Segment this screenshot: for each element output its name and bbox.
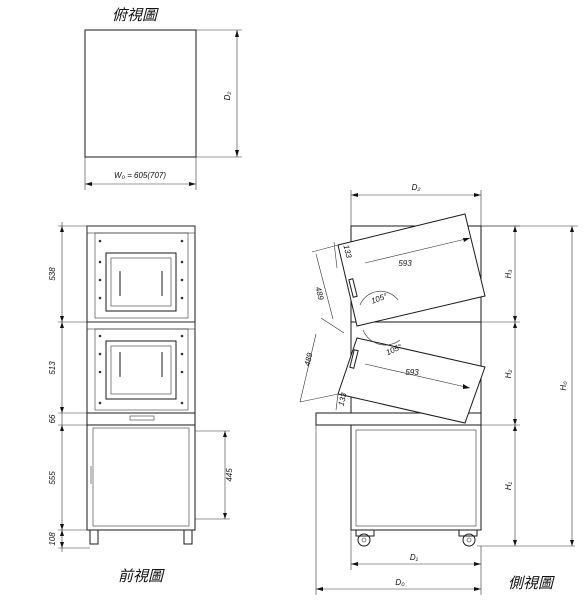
dim-H1: H₁ (504, 481, 513, 490)
dim-H3: H₃ (504, 270, 513, 279)
dim-base-plate: 66 (48, 414, 57, 423)
dim-H2: H₂ (504, 370, 513, 379)
side-top-depth-label: D₂ (412, 183, 421, 192)
dim-feet: 108 (48, 532, 57, 546)
upper-deck-body (86, 225, 196, 323)
lower-door-swing-dimension (299, 333, 317, 403)
lower-door-height: 489 (303, 351, 315, 367)
dim-D1: D₁ (410, 553, 419, 562)
side-view: D₂ 593 105° 593 105° 489 133 489 (299, 183, 578, 595)
top-view: 俯視圖 D₂ W₀ = 605(707) (84, 6, 242, 190)
front-left-foot (89, 529, 99, 545)
base-plate (86, 412, 196, 426)
upper-door-open (337, 213, 486, 327)
stand-side (350, 424, 482, 531)
upper-door-swing-dimension (315, 253, 334, 320)
side-view-title: 側視圖 (508, 574, 555, 592)
dim-D0: D₀ (395, 578, 405, 587)
lower-door-offset: 133 (337, 391, 349, 407)
upper-door-angle-arc (359, 290, 399, 306)
upper-door-offset: 133 (341, 244, 353, 260)
upper-door-height: 489 (313, 286, 325, 302)
front-view: 538 513 66 555 108 445 前視圖 (48, 222, 234, 585)
side-casters (355, 529, 478, 547)
dim-stand: 555 (48, 471, 57, 485)
dim-upper-deck: 538 (48, 267, 57, 281)
upper-door-depth: 593 (398, 259, 412, 268)
lower-door-angle-arc (362, 329, 401, 346)
top-view-title: 俯視圖 (112, 6, 159, 24)
lower-door-depth: 593 (405, 368, 419, 377)
dim-stand-inner: 445 (225, 468, 234, 482)
top-width-label: W₀ = 605(707) (114, 171, 166, 180)
lower-door (105, 340, 177, 400)
front-view-title: 前視圖 (118, 567, 165, 585)
front-right-foot (183, 529, 193, 545)
upper-door (105, 252, 177, 312)
lower-door-open (337, 337, 486, 424)
top-view-outline (84, 29, 197, 158)
dim-lower-deck: 513 (48, 361, 57, 375)
dim-H0: H₀ (559, 381, 568, 391)
stand-cabinet (86, 424, 196, 531)
top-depth-label: D₂ (223, 92, 232, 101)
